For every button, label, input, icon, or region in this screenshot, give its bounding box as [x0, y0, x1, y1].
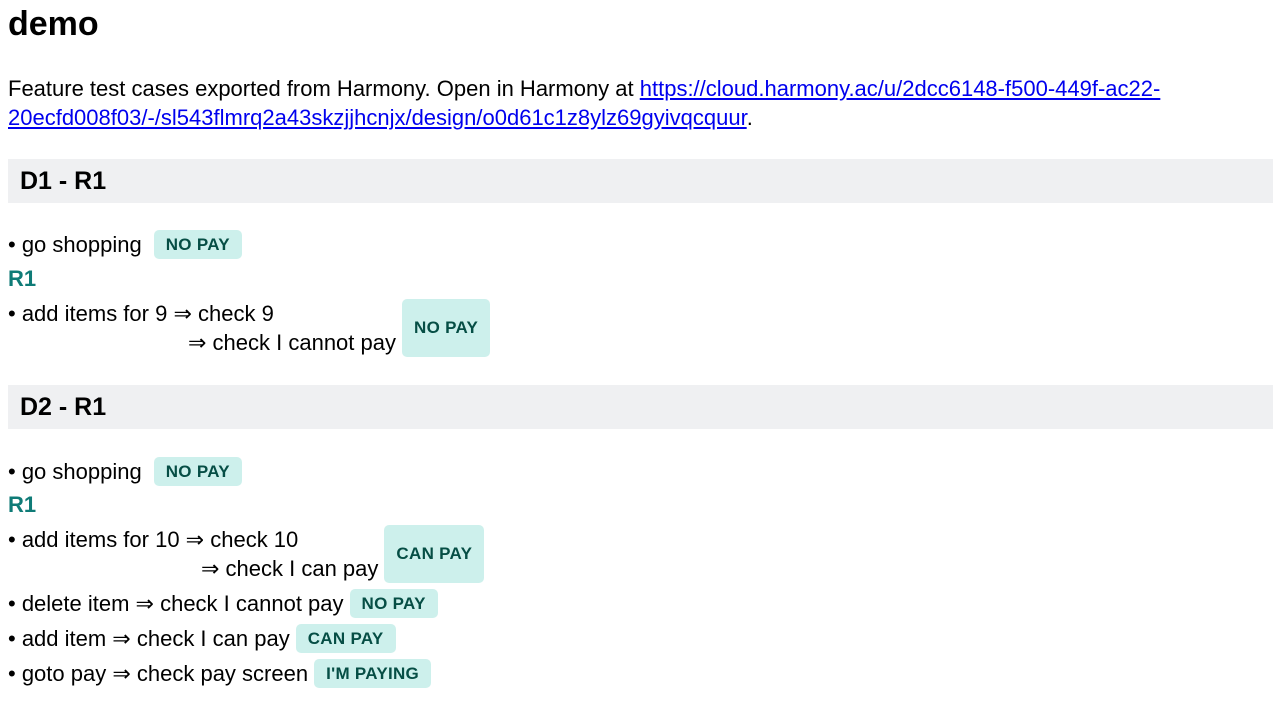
- state-badge: NO PAY: [402, 299, 491, 357]
- section-header-d2-r1: D2 - R1: [8, 385, 1273, 429]
- step-add-items: • add items for 9 ⇒ check 9 ⇒ check I ca…: [8, 299, 491, 357]
- step-line: ⇒ check I cannot pay: [188, 330, 396, 355]
- intro-text: Feature test cases exported from Harmony…: [8, 76, 640, 101]
- step-text: • goto pay ⇒ check pay screen: [8, 661, 309, 686]
- step-go-shopping: • go shopping NO PAY: [8, 457, 242, 486]
- step-line: ⇒ check I can pay: [201, 556, 379, 581]
- state-badge: CAN PAY: [384, 525, 485, 583]
- step-lines: • add items for 9 ⇒ check 9 ⇒ check I ca…: [8, 299, 396, 357]
- step-go-shopping: • go shopping NO PAY: [8, 230, 242, 259]
- step-add-item: • add item ⇒ check I can pay CAN PAY: [8, 624, 396, 653]
- step-line: • add items for 10 ⇒ check 10: [8, 527, 299, 552]
- step-text: • delete item ⇒ check I cannot pay: [8, 591, 344, 616]
- step-text: • go shopping: [8, 232, 142, 257]
- state-badge: NO PAY: [153, 230, 242, 259]
- rule-label: R1: [8, 492, 37, 517]
- state-badge: NO PAY: [153, 457, 242, 486]
- intro-suffix: .: [746, 105, 753, 130]
- rule-label: R1: [8, 266, 37, 291]
- page-title: demo: [8, 5, 99, 43]
- harmony-link[interactable]: https://cloud.harmony.ac/u/2dcc6148-f500…: [8, 76, 1161, 130]
- section-header-d1-r1: D1 - R1: [8, 159, 1273, 203]
- step-line: • add items for 9 ⇒ check 9: [8, 301, 274, 326]
- step-goto-pay: • goto pay ⇒ check pay screen I'M PAYING: [8, 659, 432, 688]
- step-add-items: • add items for 10 ⇒ check 10 ⇒ check I …: [8, 525, 485, 583]
- state-badge: CAN PAY: [295, 624, 396, 653]
- step-delete-item: • delete item ⇒ check I cannot pay NO PA…: [8, 589, 438, 618]
- state-badge: NO PAY: [349, 589, 438, 618]
- intro-paragraph: Feature test cases exported from Harmony…: [8, 74, 1273, 132]
- state-badge: I'M PAYING: [314, 659, 432, 688]
- step-lines: • add items for 10 ⇒ check 10 ⇒ check I …: [8, 525, 378, 583]
- step-text: • add item ⇒ check I can pay: [8, 626, 290, 651]
- step-text: • go shopping: [8, 459, 142, 484]
